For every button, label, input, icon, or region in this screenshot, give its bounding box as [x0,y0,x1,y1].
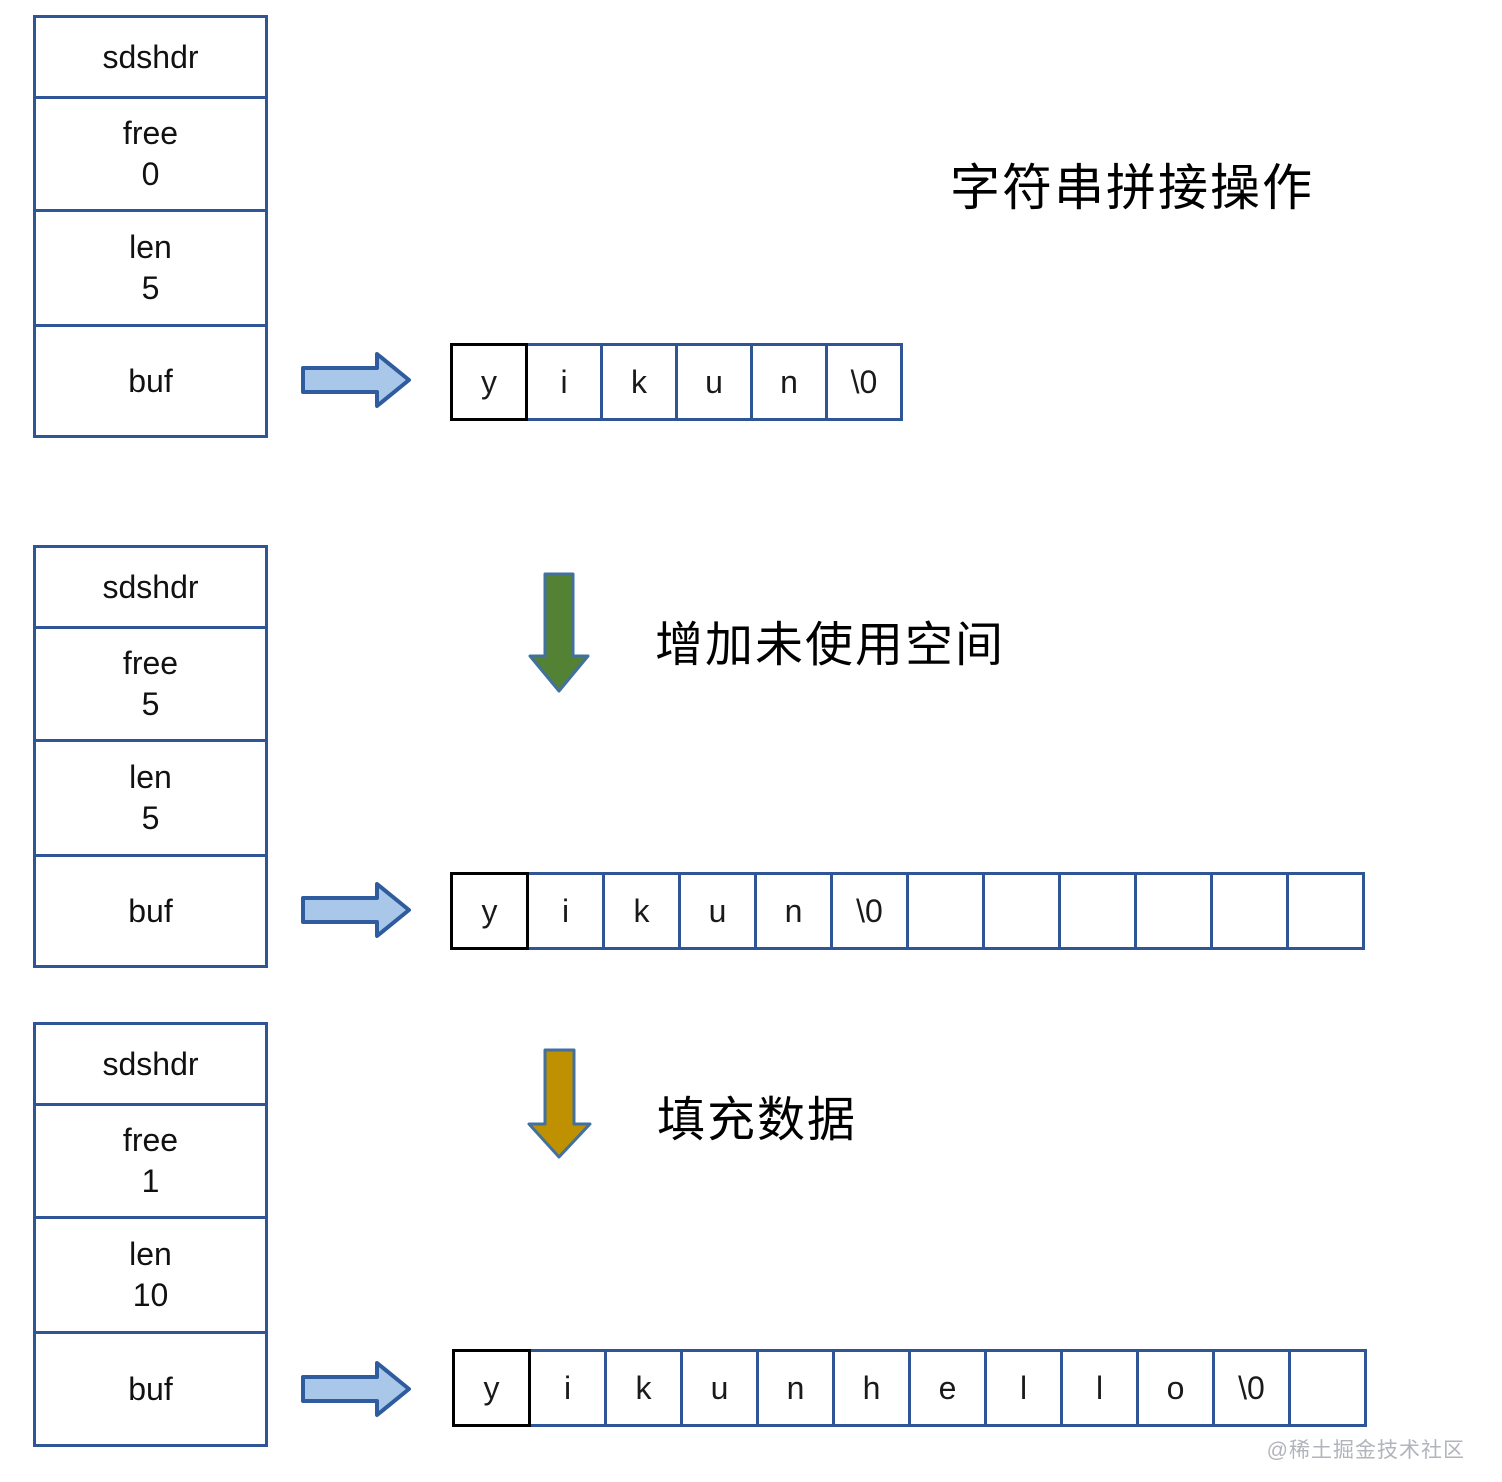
field-len-value: 10 [132,1277,169,1313]
buf-cell: i [525,343,603,421]
field-free-label: free [122,1122,179,1159]
grow-space-arrow-icon [528,572,590,693]
buf-cell [982,872,1061,950]
buf-pointer-arrow-icon [301,1361,411,1417]
buf-cell: k [604,1349,683,1427]
field-buf-label: buf [128,362,173,399]
buf-cell: y [452,1349,531,1427]
buf-cell: k [600,343,678,421]
buf-cell: l [984,1349,1063,1427]
field-buf: buf [36,854,265,965]
field-len: len 5 [36,209,265,324]
field-free-value: 1 [141,1163,160,1199]
buf-cell [1134,872,1213,950]
struct-name: sdshdr [36,1025,265,1103]
buf-cell: u [675,343,753,421]
right-arrow-icon [301,882,411,938]
step2-label: 增加未使用空间 [655,619,1006,672]
field-free-label: free [122,645,179,682]
buf-cell: o [1136,1349,1215,1427]
field-buf: buf [36,324,265,435]
buf-pointer-arrow-icon [301,352,411,408]
right-arrow-icon [301,1361,411,1417]
field-free: free 5 [36,626,265,739]
right-arrow-icon [301,352,411,408]
buf-cell: \0 [830,872,909,950]
buf-cell [906,872,985,950]
struct-name: sdshdr [36,548,265,626]
fill-data-arrow-icon [527,1048,592,1159]
field-free-value: 0 [141,156,160,192]
buf-cell [1286,872,1365,950]
buf-cell: i [528,1349,607,1427]
field-len-label: len [129,759,172,796]
field-free-value: 5 [141,686,160,722]
field-len-value: 5 [141,800,160,836]
buf-cell: u [680,1349,759,1427]
field-len-label: len [129,1236,172,1273]
buf-cell: u [678,872,757,950]
field-len: len 5 [36,739,265,854]
field-buf-label: buf [128,1370,173,1407]
buf-cell: y [450,343,528,421]
buf-cell: i [526,872,605,950]
buf-cell: \0 [825,343,903,421]
buf-cell: n [754,872,833,950]
field-buf-label: buf [128,892,173,929]
field-len-label: len [129,229,172,266]
field-free: free 0 [36,96,265,209]
buf-cell [1288,1349,1367,1427]
buf-cell: y [450,872,529,950]
buf-cell: n [750,343,828,421]
field-free: free 1 [36,1103,265,1216]
buf-cell [1058,872,1137,950]
field-len: len 10 [36,1216,265,1331]
buf-cell: h [832,1349,911,1427]
down-arrow-icon [528,572,590,693]
buf-cell: l [1060,1349,1139,1427]
buf-cell: k [602,872,681,950]
page-title: 字符串拼接操作 [950,160,1314,216]
step3-label: 填充数据 [657,1094,858,1147]
watermark: @稀土掘金技术社区 [1266,1439,1465,1462]
struct-box-step3: sdshdr free 1 len 10 buf [33,1022,268,1447]
field-free-label: free [122,115,179,152]
field-buf: buf [36,1331,265,1444]
field-len-value: 5 [141,270,160,306]
buf-cell: n [756,1349,835,1427]
buf-cell: \0 [1212,1349,1291,1427]
struct-box-step1: sdshdr free 0 len 5 buf [33,15,268,438]
buf-cell: e [908,1349,987,1427]
struct-name-label: sdshdr [102,1045,199,1082]
buf-cell [1210,872,1289,950]
down-arrow-icon [527,1048,592,1159]
buf-pointer-arrow-icon [301,882,411,938]
struct-name-label: sdshdr [102,38,199,75]
struct-name-label: sdshdr [102,568,199,605]
struct-name: sdshdr [36,18,265,96]
struct-box-step2: sdshdr free 5 len 5 buf [33,545,268,968]
